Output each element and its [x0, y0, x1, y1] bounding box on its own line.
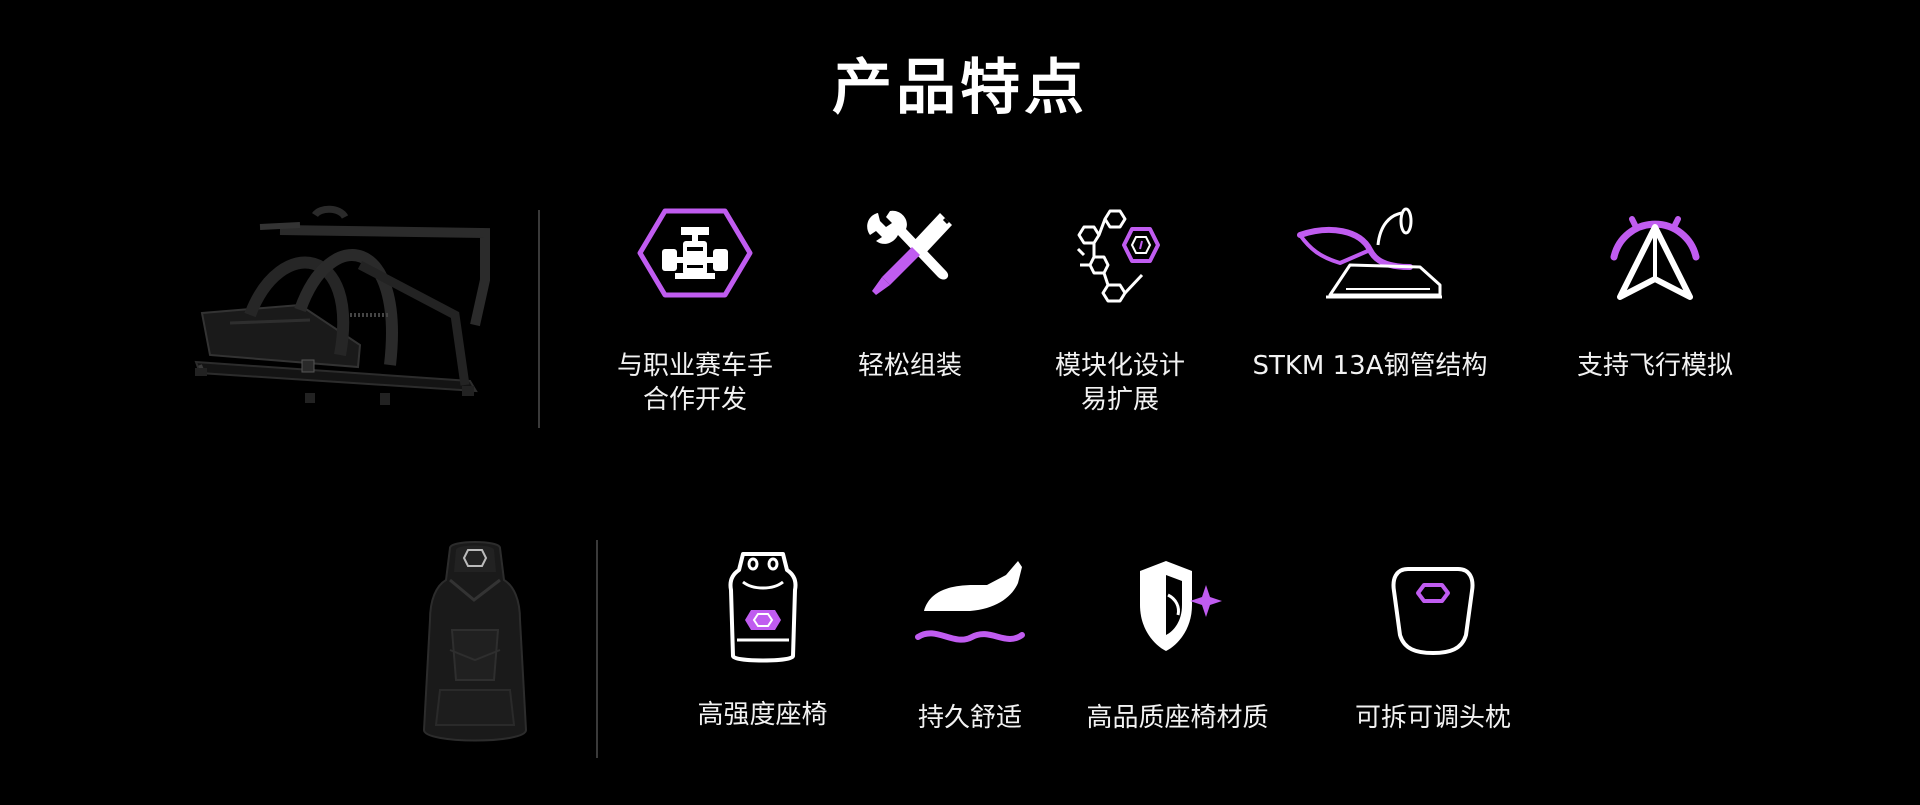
feature-label: 持久舒适	[917, 703, 1022, 733]
feature-steel-tube: STKM 13A钢管结构	[1235, 205, 1505, 383]
steel-tube-frame-icon	[1297, 207, 1442, 299]
feature-headrest: 可拆可调头枕	[1333, 565, 1533, 735]
feature-label: 高品质座椅材质	[1086, 703, 1269, 733]
feature-pro-driver: 与职业赛车手 合作开发	[590, 205, 800, 417]
feature-comfort: 持久舒适	[895, 555, 1045, 735]
feature-label: STKM 13A钢管结构	[1252, 351, 1488, 381]
headrest-icon	[1391, 567, 1475, 656]
racing-car-hexagon-icon	[637, 208, 753, 298]
feature-modular: 模块化设计 易扩展	[1025, 205, 1215, 417]
feature-label: 模块化设计 易扩展	[1054, 351, 1185, 415]
feature-label: 轻松组装	[857, 351, 962, 381]
feature-label: 可拆可调头枕	[1354, 703, 1511, 733]
feature-easy-assembly: 轻松组装	[830, 205, 990, 383]
modular-hexagons-icon	[1076, 209, 1160, 303]
page-title: 产品特点	[832, 53, 1088, 123]
feature-label: 支持飞行模拟	[1576, 351, 1733, 381]
shield-star-icon	[1139, 561, 1222, 651]
seat-outline-icon	[728, 552, 797, 663]
feature-quality-material: 高品质座椅材质	[1065, 555, 1290, 735]
hand-wave-icon	[915, 561, 1025, 643]
row2-divider	[596, 540, 598, 758]
feature-flight-sim: 支持飞行模拟	[1545, 205, 1765, 383]
feature-strong-seat: 高强度座椅	[675, 550, 850, 732]
row1-divider	[538, 210, 540, 428]
bucket-seat-image	[410, 540, 540, 750]
flight-gauge-arrow-icon	[1610, 216, 1700, 300]
wrench-screwdriver-icon	[867, 210, 952, 295]
feature-label: 与职业赛车手 合作开发	[616, 351, 773, 415]
cockpit-frame-image	[190, 205, 500, 420]
feature-label: 高强度座椅	[697, 700, 828, 730]
